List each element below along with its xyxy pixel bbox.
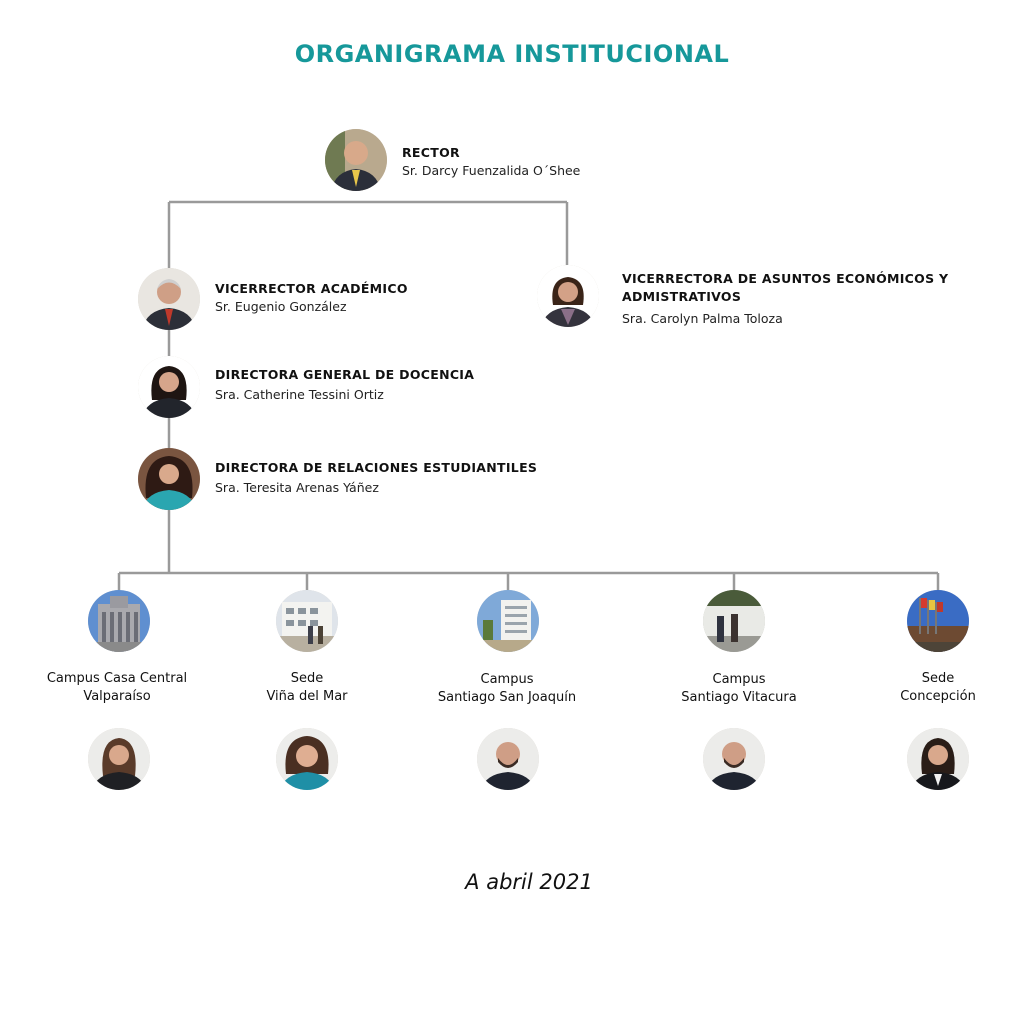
campus-label-vina-del-mar: Sede Viña del Mar — [217, 670, 397, 706]
directora-docencia-role: DIRECTORA GENERAL DE DOCENCIA — [215, 367, 475, 382]
campus-san-joaquin-photo — [477, 590, 539, 652]
vicerrectora-economicos-role-line1: VICERRECTORA DE ASUNTOS ECONÓMICOS Y — [622, 271, 949, 286]
sede-concepcion-photo — [907, 590, 969, 652]
campus-label-line1: Campus — [480, 672, 534, 687]
campus-label-vitacura: Campus Santiago Vitacura — [649, 671, 829, 707]
campus-director-vitacura-photo — [703, 728, 765, 790]
campus-label-line1: Sede — [921, 671, 955, 686]
campus-label-line2: Valparaíso — [83, 689, 151, 704]
rector-name: Sr. Darcy Fuenzalida O´Shee — [402, 163, 581, 178]
directora-relaciones-photo — [138, 448, 200, 510]
campus-label-line1: Campus Casa Central — [46, 671, 188, 686]
directora-docencia-photo — [138, 356, 200, 418]
directora-relaciones-role: DIRECTORA DE RELACIONES ESTUDIANTILES — [215, 460, 538, 475]
vicerrectora-economicos-photo — [537, 265, 599, 327]
campus-vitacura-photo — [703, 590, 765, 652]
campus-label-line2: Santiago Vitacura — [681, 690, 797, 705]
campus-label-line2: Santiago San Joaquín — [437, 690, 577, 705]
campus-label-san-joaquin: Campus Santiago San Joaquín — [417, 671, 597, 707]
rector-photo — [325, 129, 387, 191]
vicerrectora-economicos-role-line2: ADMISTRATIVOS — [622, 289, 742, 304]
campus-label-concepcion: Sede Concepción — [848, 670, 1024, 706]
directora-relaciones-name: Sra. Teresita Arenas Yáñez — [215, 480, 379, 495]
campus-director-san-joaquin-photo — [477, 728, 539, 790]
campus-label-casa-central: Campus Casa Central Valparaíso — [27, 670, 207, 706]
campus-label-line1: Sede — [290, 671, 324, 686]
rector-role: RECTOR — [402, 145, 460, 160]
campus-director-casa-central-photo — [88, 728, 150, 790]
campus-director-vina-del-mar-photo — [276, 728, 338, 790]
footer-date: A abril 2021 — [465, 870, 593, 894]
directora-docencia-name: Sra. Catherine Tessini Ortiz — [215, 387, 384, 402]
campus-label-line1: Campus — [712, 672, 766, 687]
vicerrectora-economicos-name: Sra. Carolyn Palma Toloza — [622, 311, 783, 326]
vicerrector-academico-role: VICERRECTOR ACADÉMICO — [215, 281, 408, 296]
page-title: ORGANIGRAMA INSTITUCIONAL — [294, 40, 730, 68]
sede-vina-del-mar-photo — [276, 590, 338, 652]
campus-director-concepcion-photo — [907, 728, 969, 790]
campus-label-line2: Concepción — [900, 689, 976, 704]
vicerrector-academico-name: Sr. Eugenio González — [215, 299, 347, 314]
campus-casa-central-photo — [88, 590, 150, 652]
campus-label-line2: Viña del Mar — [266, 689, 348, 704]
vicerrector-academico-photo — [138, 268, 200, 330]
